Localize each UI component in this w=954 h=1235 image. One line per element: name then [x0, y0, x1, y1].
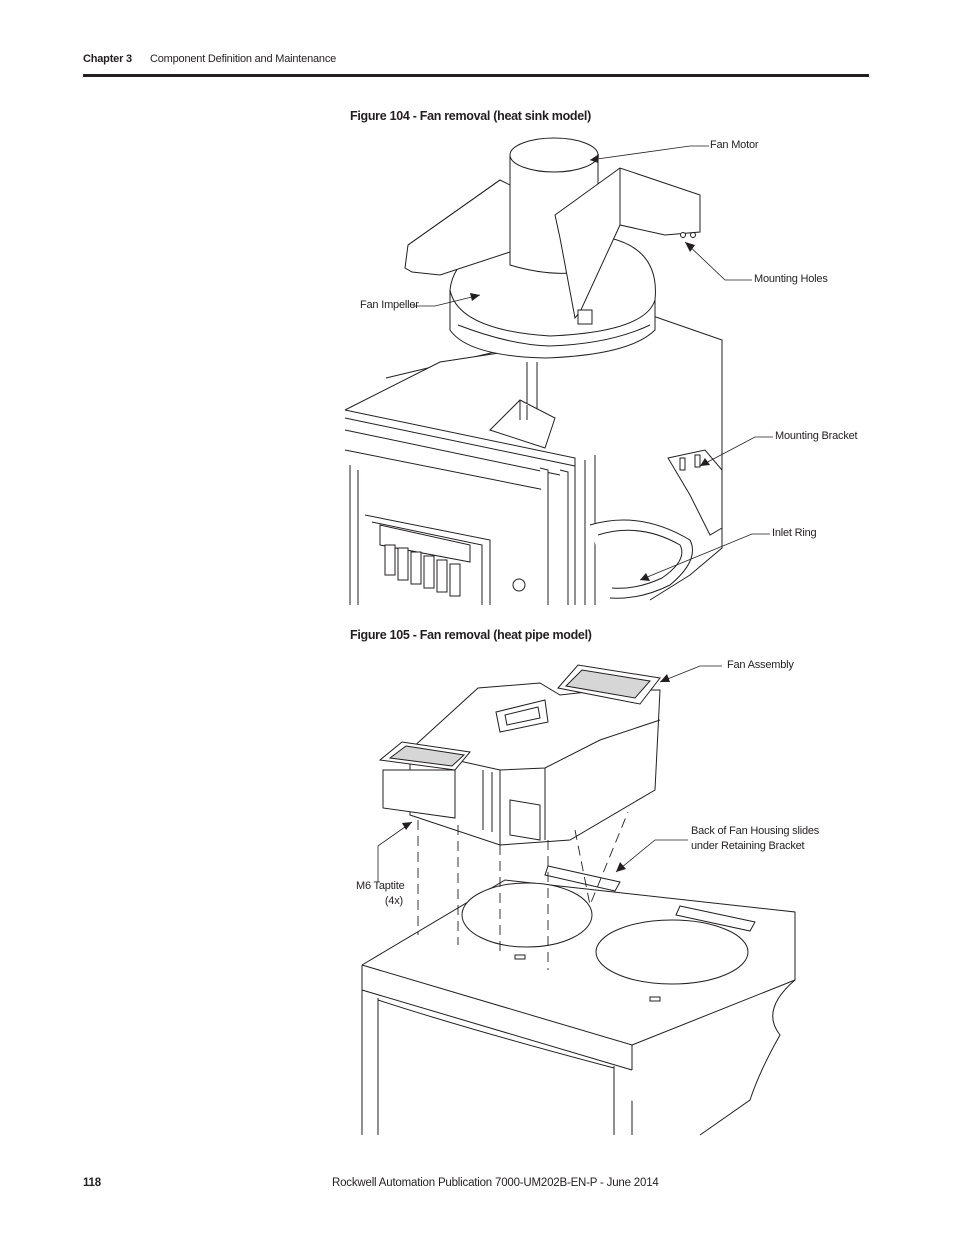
callout-m6-taptite: M6 Taptite (4x) — [356, 879, 405, 909]
figure-105-title: Figure 105 - Fan removal (heat pipe mode… — [350, 628, 592, 642]
callout-inlet-ring: Inlet Ring — [772, 527, 817, 539]
section-title: Component Definition and Maintenance — [150, 53, 337, 65]
callout-mounting-holes: Mounting Holes — [754, 273, 828, 285]
callout-m6-line-2: (4x) — [384, 895, 403, 907]
page-number: 118 — [83, 1177, 101, 1189]
callout-fan-impeller: Fan Impeller — [360, 299, 419, 311]
header-rule — [83, 74, 869, 77]
callout-mounting-bracket: Mounting Bracket — [775, 430, 858, 442]
callout-fan-motor: Fan Motor — [710, 139, 759, 151]
callout-back-line-2: under Retaining Bracket — [691, 840, 805, 852]
chapter-label: Chapter 3 — [83, 53, 132, 65]
callout-m6-line-1: M6 Taptite — [356, 880, 405, 892]
callout-back-of-fan-housing: Back of Fan Housing slides under Retaini… — [691, 824, 819, 854]
running-header: Chapter 3 Component Definition and Maint… — [83, 53, 336, 65]
callout-fan-assembly: Fan Assembly — [727, 659, 794, 671]
figure-104-title: Figure 104 - Fan removal (heat sink mode… — [350, 109, 591, 123]
publication-info: Rockwell Automation Publication 7000-UM2… — [332, 1177, 659, 1189]
callout-back-line-1: Back of Fan Housing slides — [691, 825, 820, 837]
